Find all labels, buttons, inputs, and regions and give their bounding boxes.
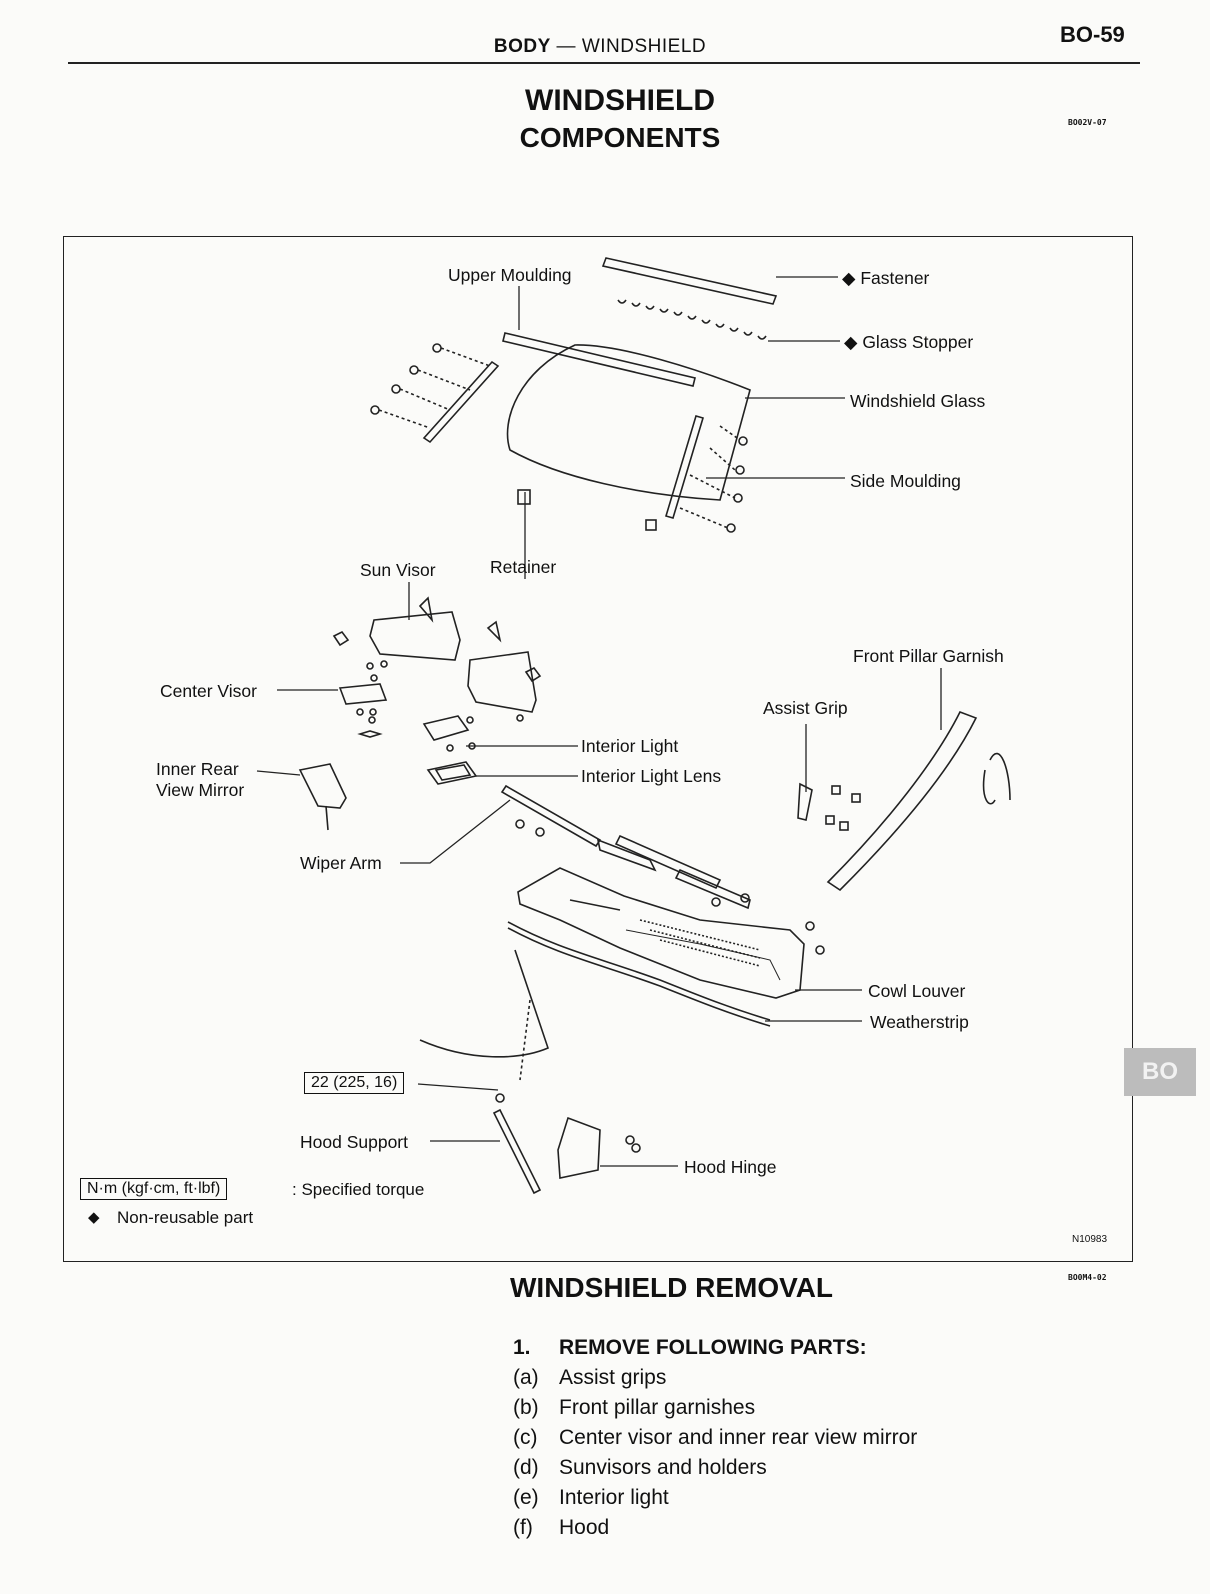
label-weatherstrip: Weatherstrip bbox=[870, 1012, 969, 1032]
removal-title: WINDSHIELD REMOVAL bbox=[510, 1272, 834, 1303]
legend-nonreusable-symbol: ◆ bbox=[88, 1209, 100, 1226]
components-title-line1: WINDSHIELD bbox=[525, 84, 715, 117]
legend-torque-desc: : Specified torque bbox=[292, 1180, 425, 1199]
label-wiper-arm: Wiper Arm bbox=[300, 853, 382, 873]
windshield-glass-part bbox=[506, 344, 751, 501]
right-screws bbox=[645, 436, 748, 533]
list-item: (a) Assist grips bbox=[513, 1366, 917, 1396]
label-side-moulding: Side Moulding bbox=[850, 471, 961, 491]
torque-spec-box: 22 (225, 16) bbox=[304, 1072, 405, 1094]
right-side-moulding bbox=[665, 415, 704, 519]
figure-id: N10983 bbox=[1072, 1234, 1108, 1245]
item-text: Hood bbox=[559, 1516, 610, 1539]
list-item: (e) Interior light bbox=[513, 1486, 917, 1516]
label-sun-visor: Sun Visor bbox=[360, 560, 436, 580]
components-title-line2: COMPONENTS bbox=[519, 122, 721, 153]
item-key: (f) bbox=[513, 1516, 533, 1539]
item-text: Center visor and inner rear view mirror bbox=[559, 1426, 918, 1449]
components-figure bbox=[63, 236, 1133, 1262]
legend-nonreusable-desc: Non-reusable part bbox=[117, 1208, 254, 1227]
wiper-arm-left bbox=[500, 784, 602, 848]
section-tab: BO bbox=[1124, 1048, 1196, 1096]
retainer-part bbox=[517, 489, 531, 505]
glass-stopper-part bbox=[617, 299, 767, 340]
upper-moulding-part bbox=[502, 332, 696, 387]
item-key: (b) bbox=[513, 1396, 539, 1419]
label-glass-stopper: ◆ Glass Stopper bbox=[844, 332, 974, 352]
components-code: BO02V-07 bbox=[1068, 118, 1107, 127]
interior-light-part bbox=[422, 715, 470, 741]
list-item: (c) Center visor and inner rear view mirr… bbox=[513, 1426, 917, 1456]
label-center-visor: Center Visor bbox=[160, 681, 257, 701]
label-retainer: Retainer bbox=[490, 557, 557, 577]
running-header: BODY — WINDSHIELD bbox=[420, 36, 780, 58]
center-visor-part bbox=[338, 683, 388, 705]
front-pillar-garnish-part bbox=[826, 710, 978, 892]
sun-visor-left bbox=[369, 611, 461, 661]
legend-torque-unit: N·m (kgf·cm, ft·lbf) bbox=[80, 1178, 228, 1200]
item-key: (d) bbox=[513, 1456, 539, 1479]
hood-hinge-part bbox=[557, 1116, 601, 1179]
left-screws bbox=[370, 343, 442, 415]
list-item: (f) Hood bbox=[513, 1516, 917, 1546]
header-section: BODY bbox=[493, 36, 551, 57]
weatherstrip-part bbox=[507, 921, 771, 1021]
leader-lines bbox=[256, 276, 942, 1167]
hood-support-part bbox=[492, 1108, 542, 1195]
removal-code: BO0M4-02 bbox=[1068, 1273, 1107, 1282]
header-subsection: WINDSHIELD bbox=[581, 36, 707, 57]
cowl-louver-part bbox=[517, 867, 805, 999]
item-text: Assist grips bbox=[559, 1366, 667, 1389]
removal-items: (a) Assist grips (b) Front pillar garnishe… bbox=[513, 1366, 917, 1546]
label-hood-support: Hood Support bbox=[300, 1132, 408, 1152]
removal-step-1: 1. REMOVE FOLLOWING PARTS: bbox=[513, 1336, 867, 1360]
step-number: 1. bbox=[513, 1336, 531, 1359]
item-key: (c) bbox=[513, 1426, 538, 1449]
wiper-arm-right bbox=[614, 834, 722, 890]
label-assist-grip: Assist Grip bbox=[763, 698, 848, 718]
inner-rear-view-mirror-part bbox=[298, 763, 347, 809]
label-windshield-glass: Windshield Glass bbox=[850, 391, 986, 411]
item-key: (a) bbox=[513, 1366, 539, 1389]
item-key: (e) bbox=[513, 1486, 539, 1509]
label-inner-rear-view-mirror-line2: View Mirror bbox=[156, 780, 245, 800]
step-title: REMOVE FOLLOWING PARTS: bbox=[559, 1336, 867, 1359]
assist-grip-part bbox=[797, 782, 813, 821]
hood-outline bbox=[419, 949, 549, 1058]
list-item: (d) Sunvisors and holders bbox=[513, 1456, 917, 1486]
label-interior-light: Interior Light bbox=[581, 736, 679, 756]
label-hood-hinge: Hood Hinge bbox=[684, 1157, 777, 1177]
header-rule bbox=[68, 62, 1140, 64]
page-number: BO-59 bbox=[1060, 22, 1125, 47]
list-item: (b) Front pillar garnishes bbox=[513, 1396, 917, 1426]
item-text: Sunvisors and holders bbox=[559, 1456, 767, 1479]
label-interior-light-lens: Interior Light Lens bbox=[581, 766, 722, 786]
label-fastener: ◆ Fastener bbox=[842, 268, 930, 288]
item-text: Front pillar garnishes bbox=[559, 1396, 756, 1419]
label-front-pillar-garnish: Front Pillar Garnish bbox=[853, 646, 1004, 666]
label-cowl-louver: Cowl Louver bbox=[868, 981, 966, 1001]
label-inner-rear-view-mirror-line1: Inner Rear bbox=[156, 759, 239, 779]
fastener-part bbox=[601, 257, 778, 305]
label-upper-moulding: Upper Moulding bbox=[448, 265, 572, 285]
item-text: Interior light bbox=[559, 1486, 669, 1509]
left-side-moulding bbox=[422, 360, 500, 444]
sun-visor-right bbox=[467, 651, 537, 713]
header-dash: — bbox=[556, 36, 577, 57]
